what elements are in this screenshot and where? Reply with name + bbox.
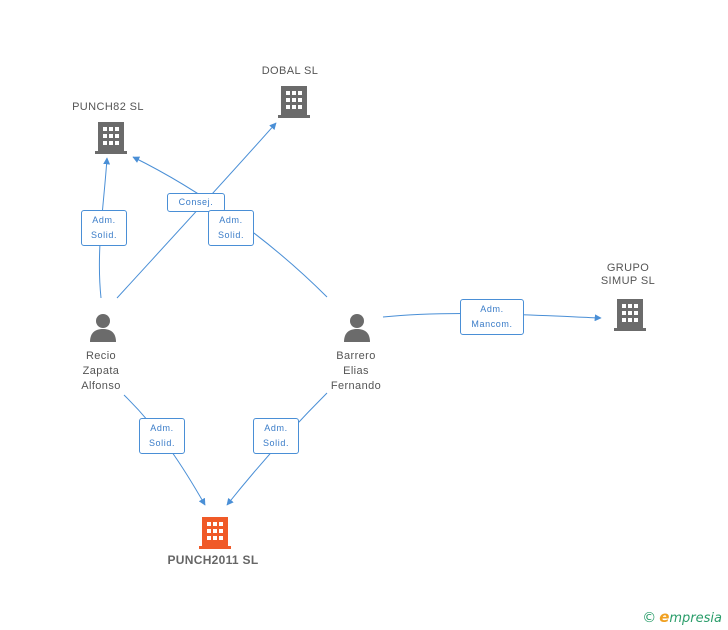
brand-name: mpresia: [669, 611, 722, 626]
edge-badge-barrero-grupo[interactable]: Adm. Mancom.: [460, 299, 524, 335]
company-label-punch2011[interactable]: PUNCH2011 SL: [150, 554, 276, 567]
company-label-line: GRUPO: [606, 262, 650, 274]
company-label-dobal[interactable]: DOBAL SL: [250, 65, 330, 78]
person-label-barrero[interactable]: Barrero Elias Fernando: [310, 349, 402, 394]
person-label-line: Fernando: [330, 380, 382, 392]
company-label-line: DOBAL SL: [261, 65, 319, 77]
edge-badge-recio-punch2011[interactable]: Adm. Solid.: [139, 418, 185, 454]
person-label-line: Recio: [85, 350, 117, 362]
edge-badge-barrero-punch82[interactable]: Adm. Solid.: [208, 210, 254, 246]
company-label-line: PUNCH82 SL: [72, 101, 144, 113]
company-label-line: SIMUP SL: [600, 275, 656, 287]
building-icon[interactable]: [95, 120, 127, 154]
person-label-line: Barrero: [336, 350, 376, 362]
person-label-recio[interactable]: Recio Zapata Alfonso: [56, 349, 146, 394]
company-label-punch82[interactable]: PUNCH82 SL: [60, 101, 156, 114]
person-icon[interactable]: [342, 312, 372, 342]
edge-badge-recio-punch82[interactable]: Adm. Solid.: [81, 210, 127, 246]
footer-brand[interactable]: ©empresia: [642, 608, 722, 626]
person-label-line: Zapata: [82, 365, 120, 377]
building-icon-main[interactable]: [199, 515, 231, 549]
person-icon[interactable]: [88, 312, 118, 342]
edge-badge-recio-dobal[interactable]: Consej.: [167, 193, 225, 212]
person-label-line: Elias: [343, 365, 369, 377]
building-icon[interactable]: [614, 297, 646, 331]
brand-logo-initial: e: [659, 608, 670, 626]
building-icon[interactable]: [278, 84, 310, 118]
company-label-line: PUNCH2011 SL: [167, 553, 259, 567]
person-label-line: Alfonso: [81, 380, 121, 392]
edge-badge-barrero-punch2011[interactable]: Adm. Solid.: [253, 418, 299, 454]
copyright-symbol: ©: [642, 610, 657, 626]
company-label-grupo-simup[interactable]: GRUPO SIMUP SL: [588, 262, 668, 288]
